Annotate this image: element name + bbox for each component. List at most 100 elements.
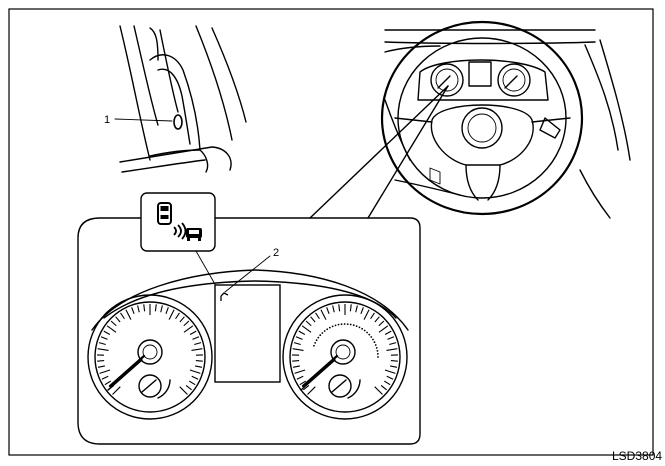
gauge-dot (328, 326, 331, 329)
gauge-dot (355, 325, 358, 328)
steering-wheel-view (380, 20, 631, 219)
gauge-tick (374, 316, 380, 323)
gauge-tick (292, 360, 300, 362)
gauge-dot (349, 323, 352, 326)
gauge-tick (175, 312, 180, 320)
gauge-tick (298, 330, 306, 336)
gauge-dot (331, 325, 334, 328)
gauge-tick (301, 325, 312, 333)
gauge-tick (97, 365, 105, 368)
gauge-tick (310, 316, 316, 323)
gauge-tick (390, 360, 398, 362)
gauge-dot (363, 329, 366, 332)
figure-frame (8, 8, 654, 456)
gauge-tick (100, 336, 108, 340)
gauge-tick (338, 304, 341, 312)
gauge-tick (363, 309, 370, 320)
gauge-tick (295, 336, 303, 340)
gauge-tick (131, 307, 135, 315)
gauge-tick (115, 316, 121, 323)
gauge-tick (104, 380, 112, 386)
gauge-tick (380, 385, 387, 391)
gauge-dot (370, 336, 373, 338)
gauge-tick (384, 369, 396, 374)
gauge-dot (343, 323, 346, 325)
gauge-tick (137, 305, 140, 313)
gauge-dot (375, 347, 378, 349)
gauge-tick (99, 369, 111, 374)
callout-1: 1 (104, 114, 110, 126)
gauge-tick (168, 309, 175, 320)
gauge-tick (188, 380, 196, 386)
gauge-dot (314, 341, 317, 344)
gauge-tick (386, 375, 394, 380)
gauge-tick (299, 380, 307, 386)
gauge-tick (370, 312, 375, 320)
gauge-tick (191, 375, 199, 380)
gauge-tick (386, 348, 398, 351)
gauge-tick (185, 385, 192, 391)
gauge-tick (305, 320, 312, 327)
gauge-tick (349, 304, 352, 312)
multi-information-display (214, 284, 281, 383)
gauge-tick (183, 320, 190, 327)
gauge-tick (294, 369, 306, 374)
gauge-tick (120, 312, 125, 320)
gauge-dot (317, 336, 320, 339)
gauge-tick (192, 336, 200, 340)
gauge-tick (378, 320, 385, 327)
gauge-dot (372, 338, 374, 341)
instrument-cluster: 2 (87, 247, 409, 420)
gauge-tick (292, 348, 304, 351)
indicator-callout (140, 192, 221, 294)
gauge-dot (358, 326, 361, 329)
gauge-dot (321, 332, 324, 334)
gauge-tick (387, 336, 395, 340)
gauge-dot (368, 333, 371, 336)
gauge-tick (110, 320, 117, 327)
gauge-tick (97, 360, 105, 362)
gauge-tick (179, 316, 185, 323)
gauge-tick (189, 330, 197, 336)
gauge-tick (326, 307, 330, 315)
callout-2: 2 (273, 247, 279, 259)
gauge-tick (97, 348, 109, 351)
gauge-dot (373, 341, 376, 344)
gauge-tick (112, 386, 121, 395)
gauge-tick (194, 342, 202, 346)
gauge-dot (323, 330, 326, 332)
gauge-dot (374, 344, 377, 346)
gauge-dot (340, 323, 343, 326)
gauge-dot (315, 339, 318, 342)
gauge-tick (191, 348, 203, 351)
gauge-dot (337, 323, 340, 326)
gauge-tick (374, 386, 383, 395)
gauge-dot (376, 353, 379, 355)
figure-code: LSD3804 (612, 449, 662, 463)
gauge-tick (320, 309, 327, 320)
gauge-tick (160, 305, 163, 313)
gauge-tick (383, 380, 391, 386)
gauge-tick (389, 342, 397, 346)
gauge-tick (390, 365, 398, 368)
gauge-tick (103, 330, 111, 336)
gauge-dot (361, 327, 364, 330)
gauge-dot (366, 331, 368, 334)
gauge-tick (384, 330, 392, 336)
gauge-tick (179, 386, 188, 395)
gauge-tick (98, 342, 106, 346)
gauge-tick (307, 386, 316, 395)
gauge-tick (183, 325, 194, 333)
sensor-icon (173, 114, 183, 130)
meter-indicator-light (220, 292, 229, 301)
pillar-view: 1 (104, 25, 247, 173)
gauge-dot (326, 328, 329, 331)
gauge-tick (355, 305, 358, 313)
gauge-tick (360, 307, 364, 315)
gauge-dot (376, 349, 379, 352)
gauge-tick (106, 325, 117, 333)
gauge-tick (293, 342, 301, 346)
gauge-tick (195, 360, 203, 362)
gauge-dot (346, 323, 349, 326)
